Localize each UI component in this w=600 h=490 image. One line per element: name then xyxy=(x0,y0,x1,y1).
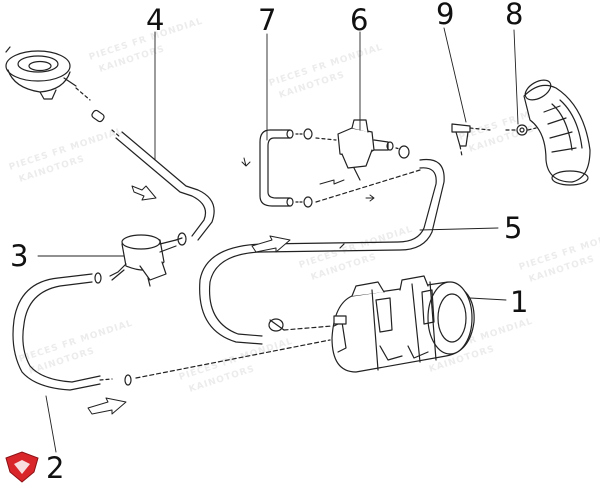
callout-9: 9 xyxy=(436,0,454,31)
callout-4: 4 xyxy=(146,3,164,37)
u-hose xyxy=(259,128,313,208)
vent-hose xyxy=(75,87,215,246)
solenoid-valve xyxy=(315,119,421,203)
flow-arrow-icon xyxy=(241,157,251,167)
leader-8 xyxy=(513,29,519,125)
leader-9 xyxy=(443,27,467,123)
leader-5 xyxy=(419,227,499,231)
callout-3: 3 xyxy=(10,239,28,273)
vent-cap xyxy=(5,46,77,100)
callout-1: 1 xyxy=(510,285,528,319)
leader-1 xyxy=(469,297,507,301)
flow-arrow-icon xyxy=(87,397,127,415)
callout-6: 6 xyxy=(350,3,368,37)
leader-lines xyxy=(37,27,519,453)
flow-arrow-icon xyxy=(131,185,157,201)
valve xyxy=(109,234,177,287)
hose-fitting xyxy=(451,123,491,157)
flow-arrows xyxy=(87,157,375,415)
intake-nut xyxy=(505,124,537,136)
long-hose xyxy=(12,272,331,391)
callout-labels: 4 7 6 9 8 3 5 1 2 xyxy=(10,0,528,485)
watermark: PIECES FR MONDIAL KAINOTORS PIECES FR MO… xyxy=(8,16,600,394)
brand-shield-icon xyxy=(5,451,39,483)
flow-arrow-icon xyxy=(319,179,345,185)
charcoal-canister xyxy=(331,275,475,373)
callout-5: 5 xyxy=(504,211,522,245)
callout-2: 2 xyxy=(46,451,64,485)
flow-arrow-icon xyxy=(251,235,291,253)
leader-2 xyxy=(45,395,57,453)
callout-8: 8 xyxy=(505,0,523,31)
intake-elbow xyxy=(523,79,591,186)
flow-arrow-icon xyxy=(365,194,375,202)
callout-7: 7 xyxy=(258,3,276,37)
